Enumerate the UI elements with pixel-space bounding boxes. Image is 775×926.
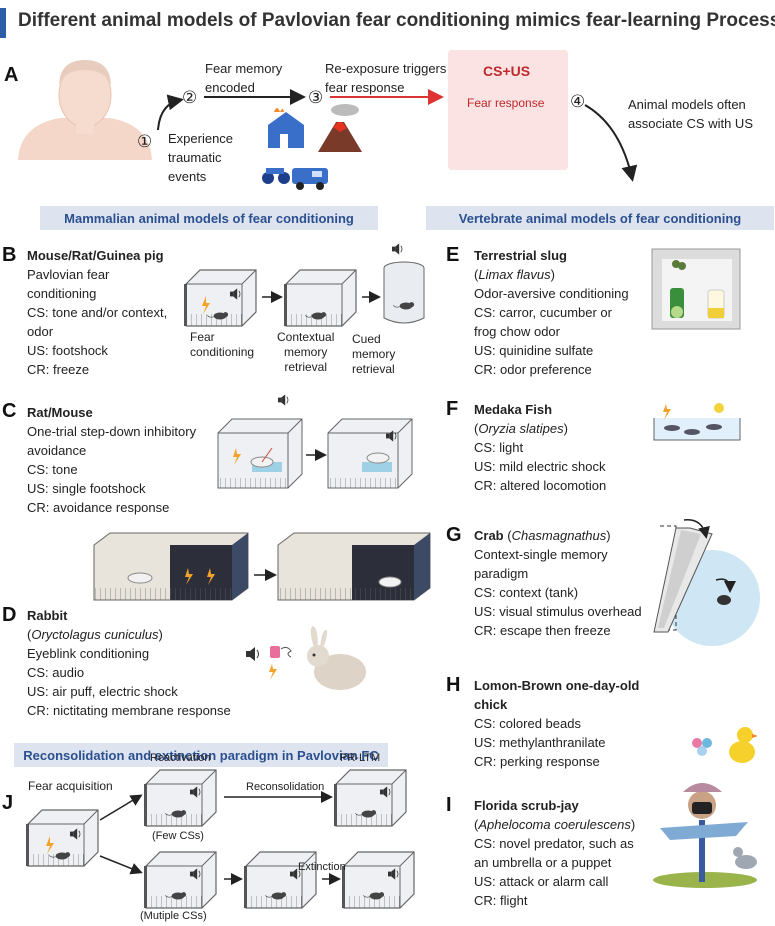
extinction-cage-3 — [341, 851, 415, 909]
figure-title: Different animal models of Pavlovian fea… — [18, 10, 775, 31]
rabbit-icon — [307, 626, 366, 690]
scrub-jay-icon — [733, 847, 757, 869]
chick-icon — [729, 727, 758, 763]
panel-d-letter: D — [2, 604, 17, 626]
cued-retrieval-cylinder — [383, 242, 425, 324]
step-4: ④ — [570, 92, 586, 111]
cs-us-box — [448, 50, 568, 170]
step-1: ① — [137, 132, 153, 151]
shuttle-box-2 — [277, 532, 431, 601]
human-icon — [18, 60, 152, 160]
panel-e-text: Terrestrial slug (Limax flavus) Odor-ave… — [474, 248, 629, 377]
vertebrate-band: Vertebrate animal models of fear conditi… — [426, 206, 774, 230]
slug-odor-box — [651, 248, 741, 330]
panel-i-text: Florida scrub-jay (Aphelocoma coerulesce… — [474, 798, 636, 908]
step-3: ③ — [308, 88, 324, 107]
panel-h-letter: H — [446, 674, 461, 696]
panel-g-letter: G — [446, 524, 462, 546]
extinction-cage-1 — [143, 851, 217, 909]
speaker-icon — [277, 393, 289, 407]
cs-us-label: CS+US — [483, 63, 531, 79]
car-crash-icon — [262, 168, 328, 190]
panel-g-text: Crab (Chasmagnathus) Context-single memo… — [474, 528, 642, 638]
fear-acquisition-cage — [25, 809, 99, 867]
burning-house-icon — [268, 108, 304, 148]
reactivation-cage — [143, 769, 217, 827]
volcano-icon — [318, 104, 362, 152]
panel-h-text: Lomon-Brown one-day-old chick CS: colore… — [474, 678, 640, 769]
contextual-retrieval-cage — [283, 269, 357, 327]
panel-j-letter: J — [2, 792, 14, 814]
reactivation-label: Reactivation — [150, 752, 211, 764]
audio-airpuff-icon — [245, 646, 292, 680]
colored-beads — [692, 738, 712, 756]
panel-d-text: Rabbit (Oryctolagus cuniculus) Eyeblink … — [27, 608, 231, 718]
reconsolidation-label: Reconsolidation — [246, 781, 325, 793]
fear-conditioning-cage — [183, 269, 257, 327]
panel-a-letter: A — [4, 64, 19, 86]
prltm-cage — [333, 769, 407, 827]
title-accent-bar — [0, 8, 6, 38]
panel-b-letter: B — [2, 244, 17, 266]
panel-i-letter: I — [446, 794, 452, 816]
multiple-cs-label: (Mutiple CSs) — [140, 910, 207, 922]
panel-c-letter: C — [2, 400, 17, 422]
crab-tank — [653, 519, 760, 646]
step-2: ② — [182, 88, 198, 107]
panel-f-letter: F — [446, 398, 459, 420]
shuttle-box-1 — [93, 532, 249, 601]
prltm-label: PR-LTM — [340, 752, 381, 764]
predator-puppet — [653, 783, 757, 888]
extinction-label: Extinction — [298, 861, 346, 873]
fish-tank — [653, 403, 741, 441]
panel-c-text: Rat/Mouse One-trial step-down inhibitory… — [27, 405, 197, 515]
fear-acquisition-label: Fear acquisition — [28, 779, 113, 793]
reconsolidation-band: Reconsolidation and extinction paradigm … — [14, 743, 388, 767]
step-down-cage-2 — [327, 418, 413, 489]
few-cs-label: (Few CSs) — [152, 830, 204, 842]
step-down-cage-1 — [217, 418, 303, 489]
panel-e-letter: E — [446, 244, 460, 266]
fear-response-label: Fear response — [467, 96, 545, 110]
mammalian-band: Mammalian animal models of fear conditio… — [40, 206, 378, 230]
